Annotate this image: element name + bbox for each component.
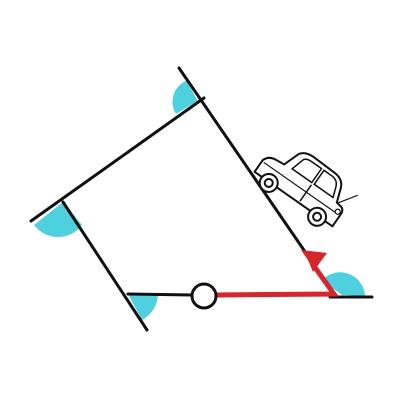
car-wheel-front	[307, 206, 328, 227]
car-icon	[253, 152, 359, 228]
car-window-rear	[290, 158, 323, 184]
path-outline	[29, 66, 374, 332]
movement-path	[215, 264, 339, 298]
car-headlight	[334, 208, 341, 215]
car-door-line	[299, 184, 313, 202]
movement-arrow	[215, 250, 339, 298]
car-window-front	[313, 169, 338, 199]
segment-upper	[29, 96, 206, 223]
angle-marker-top	[172, 80, 198, 114]
car-antenna	[337, 194, 359, 204]
arrow-up-icon	[301, 250, 327, 272]
car-side-trim	[263, 161, 339, 215]
segment-bottom-left	[126, 292, 194, 297]
car-wheel-rear	[258, 172, 279, 193]
angle-marker-bottom-right	[322, 272, 365, 296]
angle-marker-bottom-left	[128, 294, 158, 320]
circle-icon	[190, 282, 218, 310]
segment-left	[61, 200, 149, 332]
